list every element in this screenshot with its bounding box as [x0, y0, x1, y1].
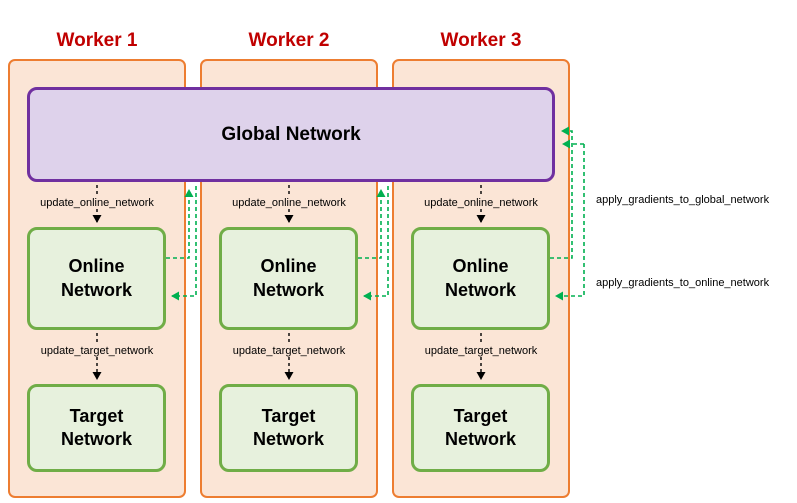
- worker-1-title: Worker 1: [56, 30, 138, 51]
- target-network-box-w1: Target Network: [27, 384, 166, 472]
- global-network-label: Global Network: [221, 123, 361, 145]
- online-network-box-w1: Online Network: [27, 227, 166, 330]
- online-network-label-w1: Online Network: [60, 256, 132, 300]
- update-target-network-label-w1: update_target_network: [38, 345, 156, 357]
- worker-2-title: Worker 2: [248, 30, 330, 51]
- apply-gradients-to-global-network-label: apply_gradients_to_global_network: [594, 194, 772, 206]
- target-network-label-w1: Target Network: [60, 405, 132, 449]
- online-network-label-w3: Online Network: [444, 256, 516, 300]
- worker-3-title: Worker 3: [440, 30, 522, 51]
- update-online-network-label-w2: update_online_network: [230, 197, 348, 209]
- global-network-box: Global Network: [27, 87, 555, 182]
- update-target-network-label-w3: update_target_network: [422, 345, 540, 357]
- target-network-box-w3: Target Network: [411, 384, 550, 472]
- online-network-box-w2: Online Network: [219, 227, 358, 330]
- update-target-network-label-w2: update_target_network: [230, 345, 348, 357]
- update-online-network-label-w3: update_online_network: [422, 197, 540, 209]
- target-network-box-w2: Target Network: [219, 384, 358, 472]
- target-network-label-w3: Target Network: [444, 405, 516, 449]
- apply-gradients-to-online-network-label: apply_gradients_to_online_network: [594, 277, 772, 289]
- target-network-label-w2: Target Network: [252, 405, 324, 449]
- update-online-network-label-w1: update_online_network: [38, 197, 156, 209]
- online-network-label-w2: Online Network: [252, 256, 324, 300]
- online-network-box-w3: Online Network: [411, 227, 550, 330]
